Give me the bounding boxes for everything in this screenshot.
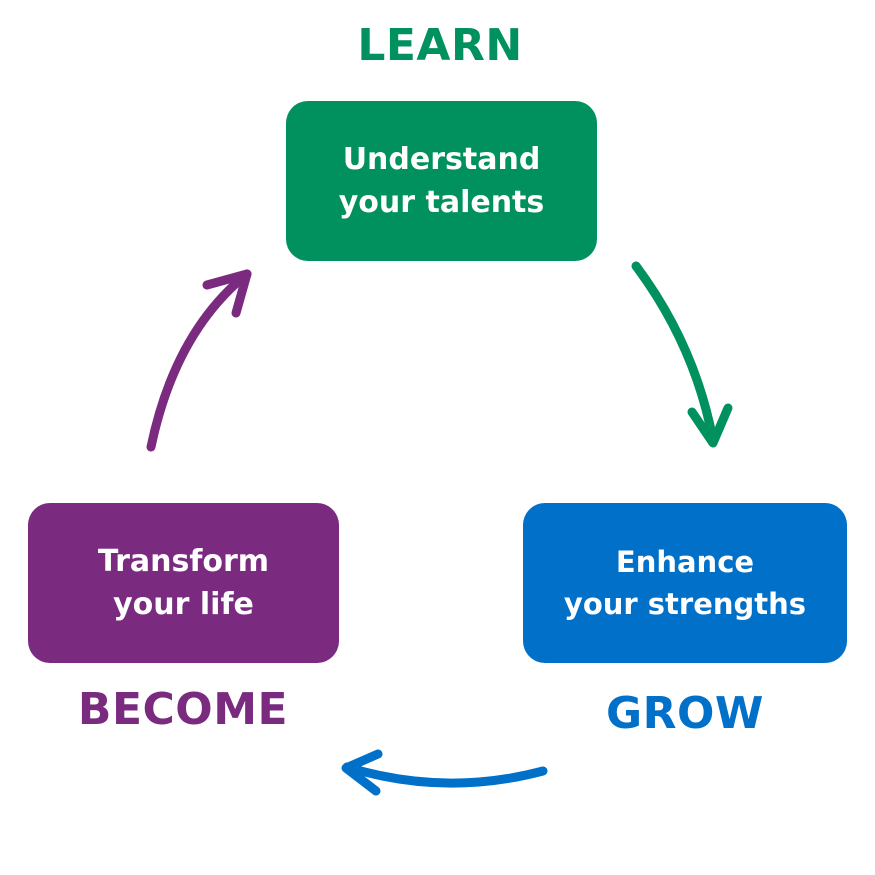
- stage-text-become: Transform your life: [88, 540, 279, 627]
- stage-line-become-2: your life: [113, 587, 254, 622]
- arrow-become-to-learn: [146, 269, 252, 452]
- stage-box-become: Transform your life: [28, 503, 339, 663]
- stage-line-grow-2: your strengths: [563, 587, 807, 621]
- stage-box-grow: Enhance your strengths: [523, 503, 847, 663]
- stage-title-learn: LEARN: [357, 20, 523, 71]
- arrow-grow-to-become: [341, 749, 548, 796]
- stage-title-become: BECOME: [77, 684, 289, 735]
- stage-line-learn-2: your talents: [338, 185, 545, 220]
- arrow-learn-to-grow: [631, 261, 733, 448]
- stage-text-grow: Enhance your strengths: [554, 541, 816, 625]
- stage-line-become-1: Transform: [97, 543, 270, 579]
- stage-line-grow-1: Enhance: [615, 544, 755, 579]
- stage-text-learn: Understand your talents: [329, 138, 555, 225]
- stage-title-grow: GROW: [606, 688, 764, 739]
- stage-box-learn: Understand your talents: [286, 101, 597, 261]
- stage-line-learn-1: Understand: [342, 141, 541, 177]
